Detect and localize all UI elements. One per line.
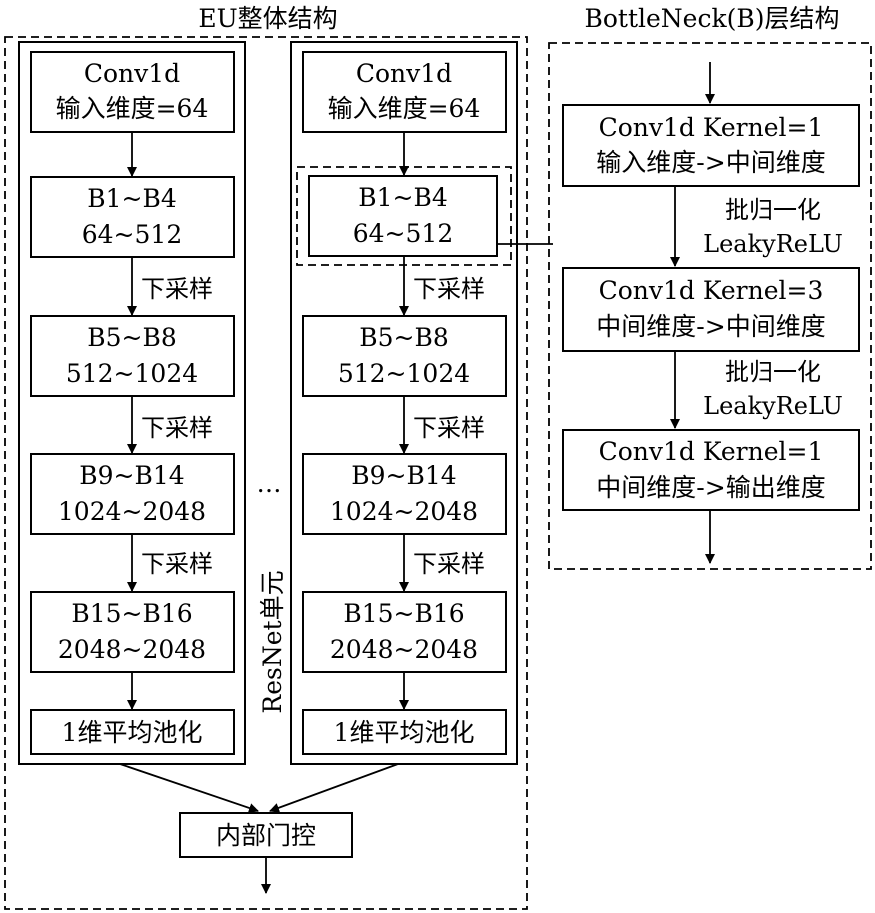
- downsample-label-3: 下采样: [141, 550, 213, 578]
- block-b15-b16-dims: 2048~2048: [330, 635, 478, 664]
- downsample-label-2: 下采样: [413, 414, 485, 442]
- block-b1-b4-box: [308, 175, 498, 257]
- avg-pool-label: 1维平均池化: [334, 718, 475, 747]
- block-b15-b16-dims: 2048~2048: [58, 635, 206, 664]
- conv1d-k1-out-dims: 中间维度->输出维度: [596, 473, 825, 502]
- conv1d-input-label: Conv1d: [84, 59, 180, 88]
- avg-pool-box: [30, 709, 235, 755]
- conv1d-input-label: Conv1d: [356, 59, 452, 88]
- avg-pool-box: [302, 709, 507, 755]
- avg-pool-label: 1维平均池化: [62, 718, 203, 747]
- block-b5-b8-label: B5~B8: [87, 323, 177, 352]
- units-ellipsis: …: [257, 469, 282, 498]
- block-b5-b8-label: B5~B8: [359, 323, 449, 352]
- downsample-label-3: 下采样: [413, 550, 485, 578]
- resnet-unit-left-frame: [18, 41, 246, 765]
- conv1d-k1-out-box: [562, 429, 860, 511]
- resnet-column-left: Conv1d 输入维度=64 B1~B4 64~512 B5~B8 512~10…: [30, 51, 235, 755]
- internal-gate-box: [179, 812, 353, 858]
- conv1d-input-dim-label: 输入维度=64: [328, 94, 481, 123]
- bottleneck-frame: [548, 42, 872, 570]
- block-b9-b14-dims: 1024~2048: [330, 497, 478, 526]
- bottleneck-structure-title: BottleNeck(B)层结构: [584, 4, 839, 33]
- conv1d-k1-in-box: [562, 104, 860, 187]
- block-b5-b8-dims: 512~1024: [66, 359, 198, 388]
- bottleneck-structure: Conv1d Kernel=1 输入维度->中间维度 批归一化 LeakyReL…: [548, 42, 872, 570]
- block-b5-b8-box: [30, 315, 235, 397]
- conv1d-k1-out-label: Conv1d Kernel=1: [599, 437, 824, 466]
- block-b15-b16-box: [30, 591, 235, 673]
- arrow-left-unit-to-gate: [119, 763, 259, 813]
- block-b15-b16-box: [302, 591, 507, 673]
- block-b9-b14-label: B9~B14: [351, 461, 456, 490]
- block-b1-b4-box: [30, 176, 235, 258]
- internal-gate-label: 内部门控: [216, 821, 316, 850]
- downsample-label-1: 下采样: [413, 275, 485, 303]
- conv1d-k1-in-label: Conv1d Kernel=1: [599, 113, 824, 142]
- leakyrelu-label-2: LeakyReLU: [703, 392, 843, 420]
- conv1d-k1-in-dims: 输入维度->中间维度: [596, 148, 825, 177]
- resnet-column-right: Conv1d 输入维度=64 B1~B4 64~512 B5~B8 512~10…: [296, 51, 512, 755]
- block-b9-b14-dims: 1024~2048: [58, 497, 206, 526]
- downsample-label-2: 下采样: [141, 414, 213, 442]
- block-b5-b8-box: [302, 315, 507, 397]
- block-b9-b14-label: B9~B14: [79, 461, 184, 490]
- resnet-unit-right-frame: [290, 41, 518, 765]
- eu-structure-frame: [4, 36, 528, 910]
- block-b1-b4-label: B1~B4: [358, 183, 448, 212]
- block-b15-b16-label: B15~B16: [343, 599, 464, 628]
- arrow-right-unit-to-gate: [269, 763, 399, 813]
- conv1d-k3-dims: 中间维度->中间维度: [596, 312, 825, 341]
- block-b9-b14-box: [302, 453, 507, 535]
- conv1d-k3-label: Conv1d Kernel=3: [599, 276, 824, 305]
- block-b15-b16-label: B15~B16: [71, 599, 192, 628]
- batch-norm-label-1: 批归一化: [725, 196, 821, 224]
- batch-norm-label-2: 批归一化: [725, 358, 821, 386]
- block-b1-b4-dims: 64~512: [82, 220, 182, 249]
- conv1d-input-dim-label: 输入维度=64: [56, 94, 209, 123]
- leakyrelu-label-1: LeakyReLU: [703, 230, 843, 258]
- downsample-label-1: 下采样: [141, 275, 213, 303]
- conv1d-k3-box: [562, 267, 860, 352]
- block-b1-b4-dims: 64~512: [353, 219, 453, 248]
- block-b9-b14-box: [30, 453, 235, 535]
- conv1d-input-box: [302, 51, 507, 133]
- conv1d-input-box: [30, 51, 235, 133]
- resnet-unit-label: ResNet单元: [258, 570, 287, 713]
- block-b1-b4-label: B1~B4: [87, 184, 177, 213]
- eu-structure-title: EU整体结构: [198, 4, 337, 33]
- block-b5-b8-dims: 512~1024: [338, 359, 470, 388]
